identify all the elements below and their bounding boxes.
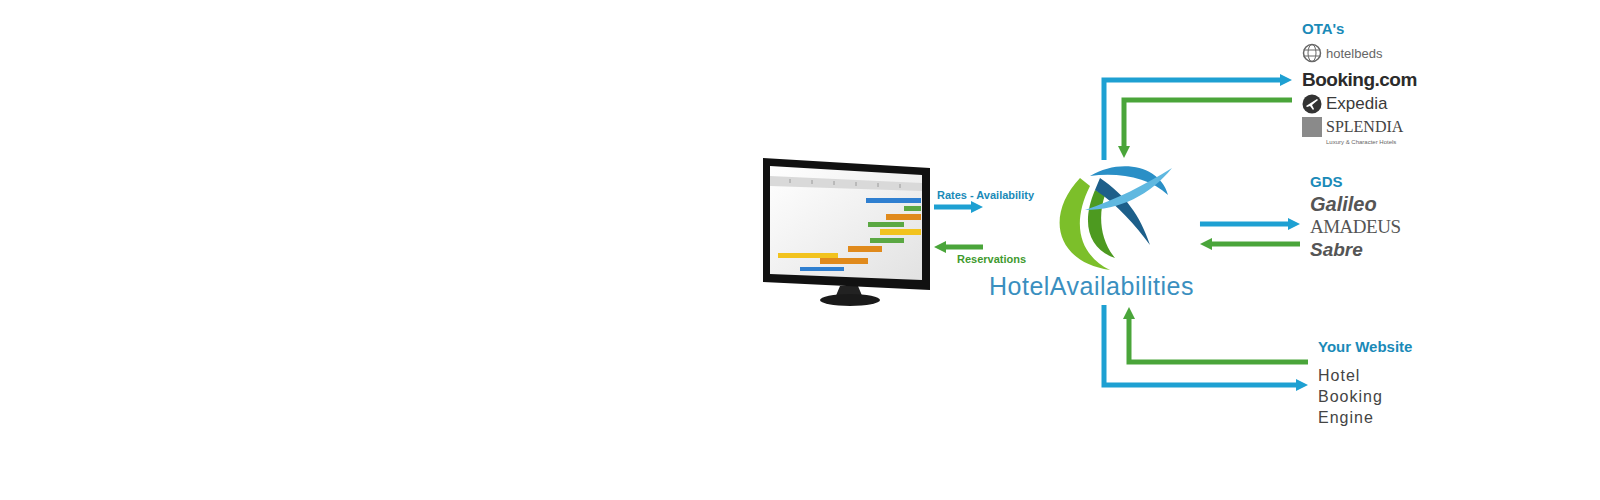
monitor-node (765, 158, 930, 306)
globe-icon (1302, 43, 1322, 63)
plane-icon (1302, 94, 1322, 114)
flow-arrow (1104, 80, 1284, 160)
channel-group: Your WebsiteHotel Booking Engine (1316, 335, 1414, 428)
brand-logo (1060, 166, 1172, 270)
partner-logo: Expedia (1326, 94, 1387, 114)
text-row: Galileo (1310, 192, 1377, 216)
edge-label: Rates - Availability (936, 189, 1035, 201)
partner-logo: Booking.com (1302, 69, 1417, 91)
channel-group: GDS GalileoAMADEUSSabre (1308, 170, 1402, 262)
text-row: SPLENDIA (1302, 116, 1403, 138)
group-heading: OTA's (1302, 20, 1344, 37)
partner-logo: Sabre (1310, 239, 1363, 261)
text-row: Sabre (1310, 238, 1363, 262)
partner-logo: Galileo (1310, 193, 1377, 216)
flow-arrow (1200, 222, 1292, 227)
channel-text: Hotel Booking Engine (1318, 365, 1398, 428)
text-row: Luxury & Character Hotels (1326, 138, 1396, 146)
partner-logo: hotelbeds (1326, 46, 1382, 61)
text-row: hotelbeds (1302, 38, 1382, 68)
text-row: Expedia (1302, 92, 1387, 116)
text-row: AMADEUS (1310, 216, 1400, 238)
group-heading: GDS (1310, 173, 1343, 190)
flow-arrow (1124, 100, 1292, 150)
text-row: HotelAvailabilities (989, 272, 1194, 301)
hub-node: HotelAvailabilities (985, 160, 1198, 305)
text-row: OTA's (1302, 18, 1344, 38)
text-row: Hotel Booking Engine (1318, 365, 1398, 428)
logo-tagline: Luxury & Character Hotels (1326, 139, 1396, 145)
flow-arrow (942, 245, 983, 250)
partner-logo: AMADEUS (1310, 216, 1400, 238)
text-row: Your Website (1318, 335, 1412, 357)
group-heading: Your Website (1318, 338, 1412, 355)
monitor-illustration (763, 158, 930, 306)
partner-logo: SPLENDIA (1326, 118, 1403, 136)
brand-name: HotelAvailabilities (989, 272, 1194, 301)
flow-arrow (1208, 242, 1300, 247)
text-row: GDS (1310, 170, 1343, 192)
flow-arrow (934, 205, 975, 210)
square-icon (1302, 117, 1322, 137)
text-row: Booking.com (1302, 68, 1417, 92)
edge-label: Reservations (956, 253, 1027, 265)
flow-arrow (1129, 315, 1308, 362)
channel-group: OTA's hotelbedsBooking.comExpediaSPLENDIA… (1300, 18, 1419, 146)
flow-arrow (1104, 305, 1300, 385)
